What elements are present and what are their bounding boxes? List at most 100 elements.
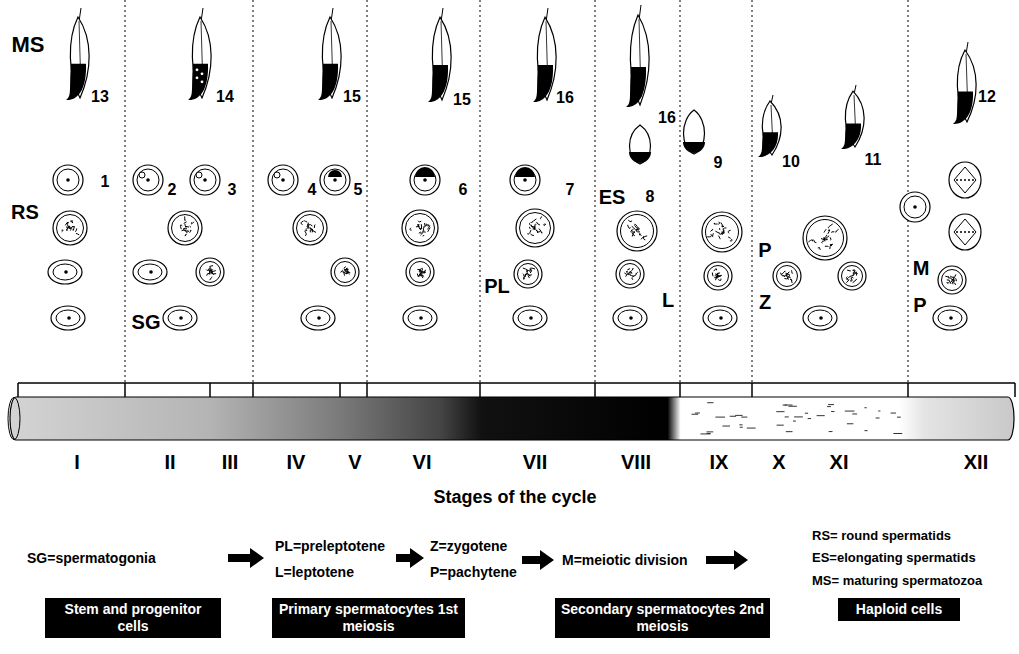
chromatin: [728, 237, 730, 238]
cell-nucleus: [942, 270, 963, 291]
chromatin: [828, 224, 832, 228]
cell-nucleus: [518, 310, 542, 326]
cell-nucleus: [842, 266, 863, 287]
chromatin: [808, 240, 812, 242]
callout-label: P: [758, 240, 771, 260]
callout-label: ES: [599, 187, 626, 207]
tubule-speckle: [794, 416, 803, 417]
box-text: Primary spermatocytes 1st meiosis: [277, 601, 460, 635]
chromatin: [639, 234, 641, 236]
sperm-head: [318, 64, 338, 100]
chromatin: [70, 221, 73, 223]
chromatin: [531, 219, 536, 223]
tubule-speckle: [852, 413, 857, 414]
chromatin: [305, 232, 306, 236]
acrosome-granule: [139, 172, 145, 178]
callout-label: 11: [865, 152, 882, 168]
nucleolus: [819, 316, 823, 320]
chromatin: [420, 272, 424, 276]
scale-tick: [1014, 383, 1016, 397]
sperm-head: [841, 123, 861, 149]
chromatin: [952, 279, 954, 281]
elongating-spermatid: [630, 125, 651, 164]
tubule-speckle: [864, 430, 867, 431]
callout-label: 14: [216, 89, 234, 105]
chromatin: [423, 231, 426, 233]
cell-nucleus: [520, 213, 551, 244]
abbreviation-key: M=meiotic division: [562, 553, 688, 567]
cell-nucleus: [172, 215, 199, 242]
chromatin: [308, 227, 309, 228]
chromatin: [185, 234, 186, 236]
stage-numeral: II: [164, 452, 175, 472]
scale-line: [18, 382, 1015, 384]
callout-label: PL: [484, 276, 510, 296]
acrosome-granule: [196, 172, 202, 178]
tubule-end: [8, 398, 20, 440]
nucleolus: [719, 316, 723, 320]
chromatin: [422, 268, 425, 272]
stage-numeral: VIII: [621, 452, 651, 472]
chromatin: [348, 271, 350, 275]
round-spermatid: [320, 165, 350, 195]
abbreviation-key: RS= round spermatids: [812, 529, 951, 542]
callout-label: 4: [308, 182, 317, 198]
callout-label: 1: [101, 174, 110, 190]
chromatin: [948, 278, 951, 280]
chromatin: [530, 268, 535, 270]
tubule-speckle: [739, 424, 742, 425]
chromatin: [301, 221, 304, 225]
callout-label: RS: [11, 202, 39, 222]
box-text: Haploid cells: [843, 601, 955, 618]
spermatocyte: [53, 211, 87, 245]
callout-label: MS: [12, 34, 45, 56]
chromatin: [956, 278, 957, 281]
chromatin: [950, 276, 954, 278]
chromatin: [715, 231, 719, 233]
tubule-speckle: [817, 415, 825, 416]
cell-nucleus: [137, 169, 159, 191]
round-spermatid: [510, 165, 540, 195]
chromatin: [830, 245, 832, 249]
chromatin: [634, 224, 637, 227]
spermatogonium: [613, 306, 647, 330]
chromatin: [720, 231, 724, 234]
callout-label: 10: [782, 154, 800, 170]
chromatin: [721, 223, 723, 227]
callout-label: 2: [168, 182, 177, 198]
sperm-head: [66, 64, 86, 100]
spermatocyte: [293, 211, 327, 245]
spermatid-nucleus: [629, 152, 651, 163]
chromatin: [633, 274, 637, 277]
nucleolus: [317, 316, 321, 320]
spermatogonium: [513, 306, 547, 330]
callout-label: 16: [658, 110, 676, 126]
spermatogonium: [163, 306, 197, 330]
chromatin: [851, 277, 853, 280]
spermatocyte: [838, 262, 866, 290]
cell-nucleus: [807, 220, 844, 257]
chromatin: [718, 275, 721, 276]
column-divider: [253, 0, 254, 382]
chromatin: [947, 280, 951, 283]
tubule-speckle: [876, 418, 880, 419]
callout-label: 6: [459, 182, 468, 198]
stage-numeral: IX: [710, 452, 729, 472]
chromatin: [531, 226, 535, 229]
chromatin: [76, 228, 77, 231]
chromatin: [523, 268, 527, 272]
chromatin: [712, 273, 714, 277]
chromatin: [310, 230, 312, 233]
tubule-speckle: [786, 431, 793, 432]
chromatin: [627, 269, 629, 270]
column-divider: [908, 0, 909, 382]
scale-tick: [209, 383, 211, 397]
scale-tick: [479, 383, 481, 397]
abbreviation-key: L=leptotene: [275, 565, 354, 579]
chromatin: [312, 229, 316, 232]
callout-label: 15: [343, 89, 361, 105]
scale-tick: [751, 383, 753, 397]
nucleolus: [423, 178, 427, 182]
spermatogonium: [133, 260, 167, 284]
chromatin: [423, 235, 424, 236]
